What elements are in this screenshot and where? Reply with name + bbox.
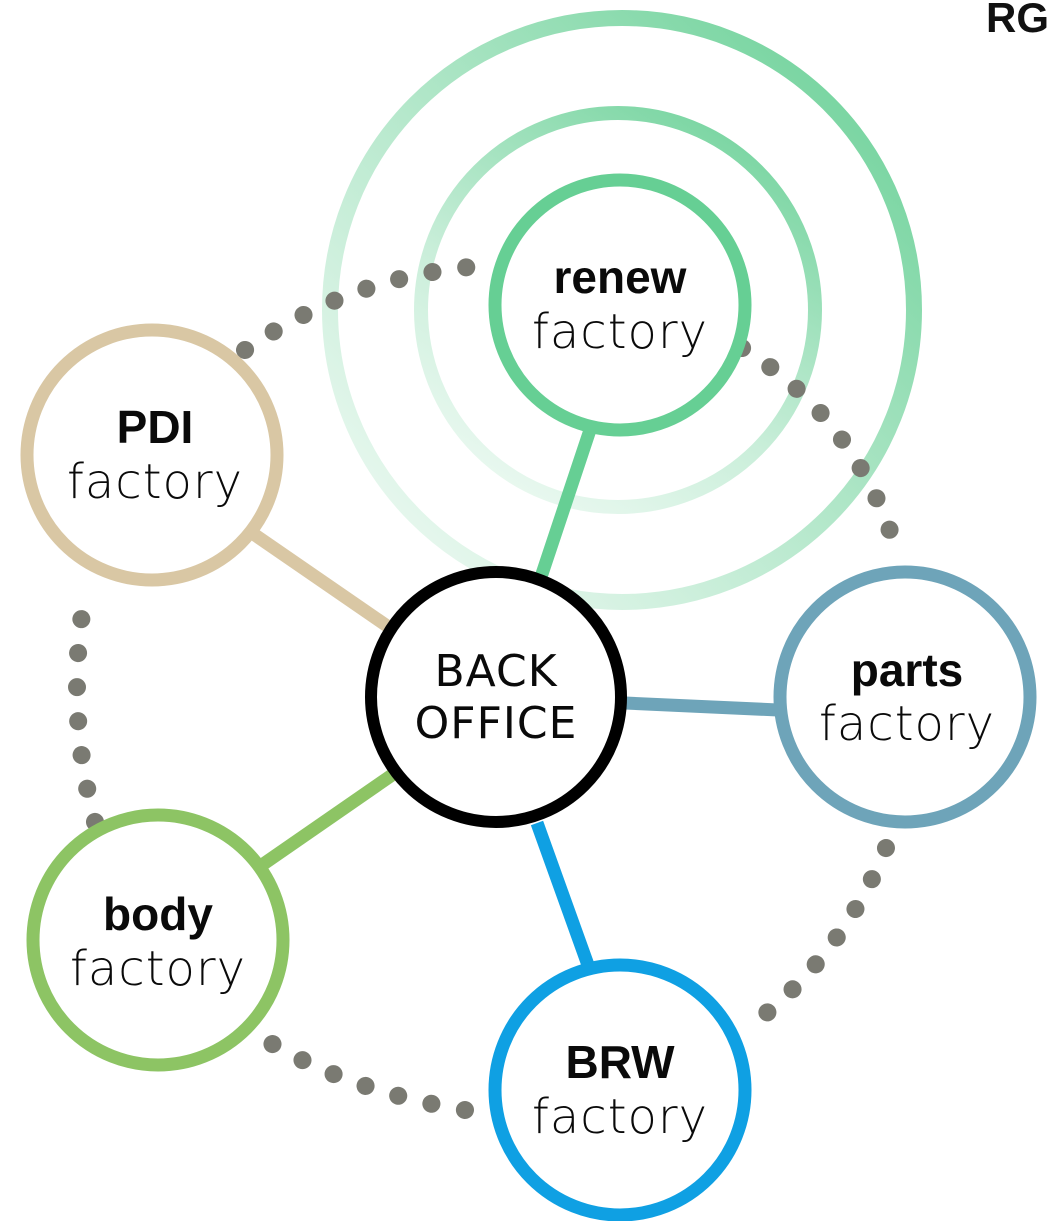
spoke-pdi xyxy=(251,529,394,634)
spoke-renew xyxy=(533,427,597,583)
node-body-circle xyxy=(26,808,290,1072)
node-renew-circle xyxy=(488,173,752,437)
node-body: body factory xyxy=(26,808,290,1072)
spoke-body xyxy=(258,769,396,871)
node-body-title: body xyxy=(103,888,213,940)
node-pdi-title: PDI xyxy=(117,401,194,453)
node-renew-subtitle: factory xyxy=(532,304,708,360)
node-parts-title: parts xyxy=(851,644,963,696)
node-parts-subtitle: factory xyxy=(819,696,995,752)
node-brw-title: BRW xyxy=(565,1036,675,1088)
node-renew-title: renew xyxy=(554,251,687,303)
dotted-arc-pdi-renew xyxy=(236,256,509,359)
node-pdi: PDI factory xyxy=(20,323,284,587)
spoke-parts xyxy=(624,696,779,717)
dotted-arc-brw-body xyxy=(241,1021,474,1119)
node-pdi-circle xyxy=(20,323,284,587)
dotted-arc-parts-brw xyxy=(736,839,895,1039)
node-brw-circle xyxy=(488,958,752,1221)
hub-circle xyxy=(365,566,627,828)
hub-line-2: OFFICE xyxy=(415,698,578,749)
renew-outer-ring xyxy=(322,10,922,610)
hub-back-office: BACK OFFICE xyxy=(365,566,627,828)
dotted-arc-body-pdi xyxy=(68,586,104,831)
node-body-subtitle: factory xyxy=(70,941,246,997)
node-brw: BRW factory xyxy=(488,958,752,1221)
node-parts: parts factory xyxy=(773,565,1037,829)
node-renew: renew factory xyxy=(488,173,752,437)
brand-logo: RG xyxy=(986,0,1049,41)
node-pdi-subtitle: factory xyxy=(67,454,243,510)
renew-middle-ring xyxy=(414,106,822,514)
node-parts-circle xyxy=(773,565,1037,829)
dotted-arc-renew-parts xyxy=(733,339,909,571)
dotted-ring xyxy=(68,256,909,1119)
node-brw-subtitle: factory xyxy=(532,1089,708,1145)
spoke-brw xyxy=(530,820,595,968)
hub-line-1: BACK xyxy=(434,646,557,697)
